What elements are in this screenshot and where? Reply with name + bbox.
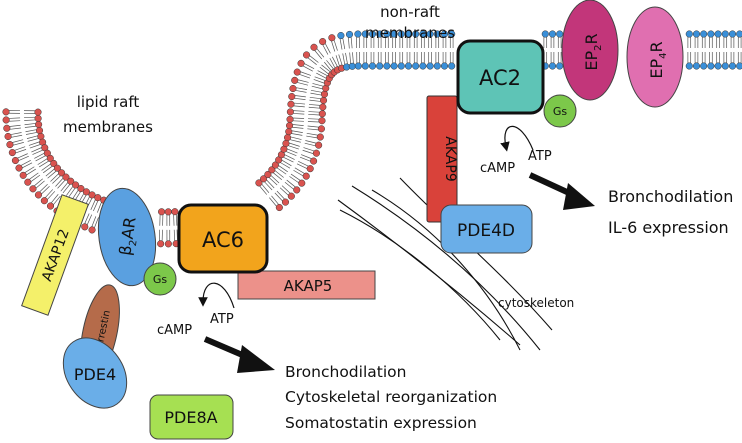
atp-right-label: ATP bbox=[528, 149, 552, 164]
non-raft-label-line1: non-raft bbox=[380, 3, 440, 21]
effects-right: Bronchodilation IL-6 expression bbox=[608, 187, 733, 237]
effect-left-2: Cytoskeletal reorganization bbox=[285, 388, 497, 406]
camp-left-label: cAMP bbox=[157, 323, 192, 338]
gs-left-label: Gs bbox=[153, 273, 168, 286]
non-raft-label-line2: membranes bbox=[365, 24, 455, 42]
ac2-label: AC2 bbox=[479, 66, 521, 90]
effect-left-3: Somatostatin expression bbox=[285, 414, 477, 432]
akap12-anchor: AKAP12 bbox=[21, 194, 89, 316]
akap9-label: AKAP9 bbox=[442, 136, 458, 181]
akap5-label: AKAP5 bbox=[284, 277, 333, 295]
gs-protein-right: Gs bbox=[543, 94, 577, 128]
pde8a-label: PDE8A bbox=[164, 408, 217, 427]
ac6-label: AC6 bbox=[202, 228, 244, 252]
pde4d-enzyme: PDE4D bbox=[440, 204, 533, 254]
ac2-enzyme: AC2 bbox=[456, 39, 545, 115]
ac6-enzyme: AC6 bbox=[177, 203, 269, 274]
ep4r-label: EP4R bbox=[647, 41, 669, 78]
effect-right-1: Bronchodilation bbox=[608, 187, 733, 206]
akap5-anchor: AKAP5 bbox=[237, 270, 376, 300]
gs-right-label: Gs bbox=[553, 105, 568, 118]
lipid-raft-label-line1: lipid raft bbox=[77, 93, 140, 111]
pde4-enzyme: PDE4 bbox=[62, 337, 128, 409]
pde4-label: PDE4 bbox=[74, 365, 116, 384]
effects-left: Bronchodilation Cytoskeletal reorganizat… bbox=[285, 363, 497, 432]
effect-left-1: Bronchodilation bbox=[285, 363, 406, 381]
cytoskeleton-label: cytoskeleton bbox=[498, 296, 574, 310]
ep2r-label: EP2R bbox=[582, 33, 604, 70]
camp-right-label: cAMP bbox=[480, 161, 515, 176]
b2ar-receptor: β2AR bbox=[97, 187, 157, 287]
gs-protein-left: Gs bbox=[143, 262, 177, 296]
atp-left-label: ATP bbox=[210, 312, 234, 327]
reaction-left: cAMP ATP bbox=[157, 282, 275, 373]
b2ar-label: β2AR bbox=[115, 216, 142, 257]
effect-right-2: IL-6 expression bbox=[608, 218, 729, 237]
lipid-raft-label-line2: membranes bbox=[63, 118, 153, 136]
ep4r-receptor: EP4R bbox=[626, 6, 684, 108]
pde4d-label: PDE4D bbox=[457, 221, 515, 241]
reaction-right: cAMP ATP bbox=[480, 125, 595, 210]
akap9-anchor: AKAP9 bbox=[426, 95, 458, 223]
region-labels: non-raft membranes lipid raft membranes … bbox=[63, 3, 574, 310]
ep2r-receptor: EP2R bbox=[561, 0, 619, 101]
pde8a-enzyme: PDE8A bbox=[149, 394, 234, 440]
